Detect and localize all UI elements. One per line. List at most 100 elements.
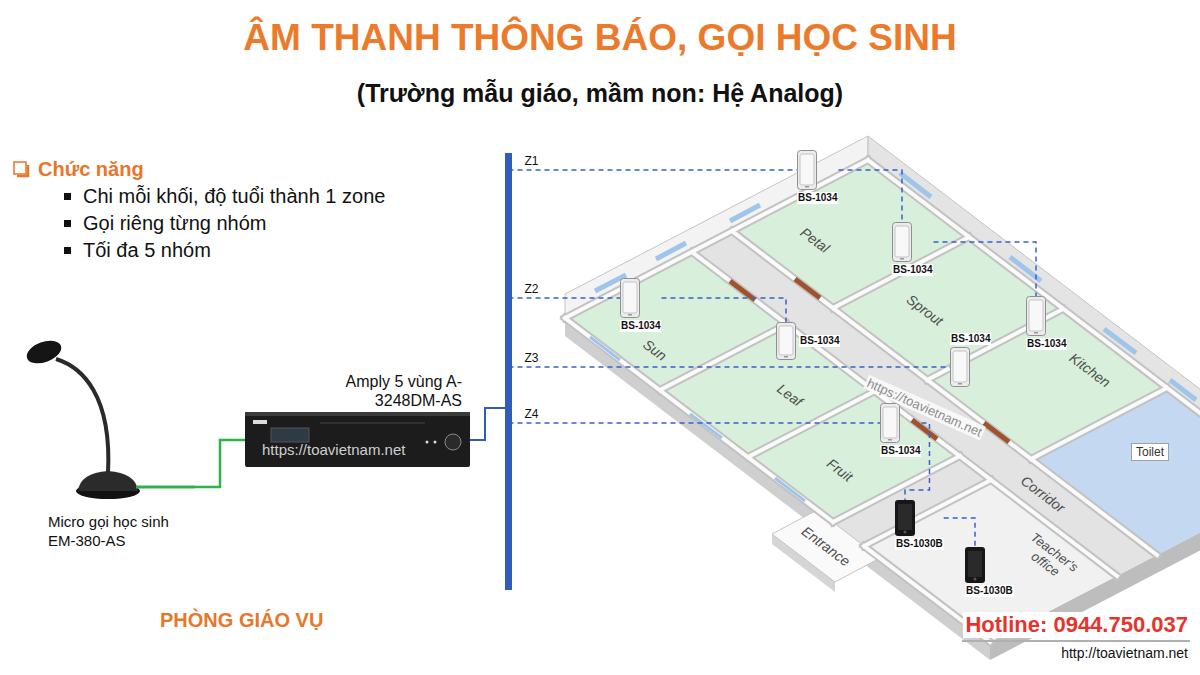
zone-wire — [470, 408, 880, 440]
speaker: BS-1034 — [620, 278, 661, 332]
amplifier-drawing — [434, 441, 437, 444]
audio-cable — [195, 440, 245, 487]
speaker-drawing — [784, 356, 788, 358]
speaker-drawing — [950, 347, 970, 387]
bullet-square — [64, 220, 71, 227]
zone-wire — [470, 408, 509, 440]
microphone-drawing — [56, 359, 108, 473]
speaker-drawing — [898, 504, 912, 530]
speaker-drawing — [904, 531, 907, 534]
speaker-wire — [905, 423, 929, 500]
subtitle: (Trường mẫu giáo, mầm non: Hệ Analog) — [0, 78, 1200, 108]
hotline-underline — [962, 640, 1190, 642]
function-checkbox — [17, 165, 28, 176]
model-label: BS-1034 — [1026, 338, 1067, 350]
model-label: BS-1034 — [880, 445, 921, 457]
speaker-drawing — [892, 222, 912, 262]
window — [590, 337, 620, 360]
model-label: BS-1034 — [799, 335, 840, 347]
door — [730, 281, 755, 300]
speaker: BS-1034 — [1026, 296, 1067, 350]
zone-label: Z4 — [525, 407, 539, 421]
device-label: Amply 5 vùng A-3248DM-AS — [332, 372, 462, 410]
bullet-square — [64, 247, 71, 254]
speaker-drawing — [620, 278, 640, 318]
amplifier-drawing — [245, 412, 470, 416]
bullet-square — [64, 193, 71, 200]
speaker-drawing — [895, 500, 915, 536]
speaker-drawing — [623, 282, 637, 313]
speaker-drawing — [895, 226, 909, 257]
zone-wire — [509, 297, 621, 299]
speaker: BS-1034 — [776, 322, 840, 360]
model-label: BS-1034 — [892, 264, 933, 276]
speaker-wire — [661, 298, 786, 322]
window — [690, 414, 722, 438]
speaker-drawing — [958, 383, 962, 385]
speaker-drawing — [893, 223, 912, 262]
amplifier-drawing — [445, 434, 461, 450]
microphone: Micro gọi học sinh EM-380-AS — [20, 335, 195, 551]
microphone-drawing — [136, 486, 195, 489]
door — [730, 279, 1009, 442]
speaker-drawing — [968, 551, 982, 577]
speaker-drawing — [883, 407, 897, 438]
speaker-drawing — [621, 279, 640, 318]
watermark: https://toavietnam.net — [262, 441, 405, 458]
speaker: BS-1030B — [965, 547, 1014, 597]
door — [795, 279, 820, 298]
zone-bus-bar — [505, 153, 512, 590]
bullet-square — [64, 193, 71, 254]
model-label: BS-1030B — [895, 538, 944, 550]
wall — [565, 160, 1200, 642]
model-label: BS-1030B — [965, 585, 1014, 597]
floor-plan — [565, 136, 1200, 660]
speaker: BS-1030B — [895, 500, 944, 550]
title: ÂM THANH THÔNG BÁO, GỌI HỌC SINH — [0, 16, 1200, 60]
window — [595, 173, 1196, 400]
speaker-drawing — [1034, 332, 1038, 334]
door — [984, 423, 1009, 442]
zone-wire — [470, 408, 509, 440]
speaker: BS-1034 — [892, 222, 933, 276]
amplifier-drawing — [271, 428, 309, 442]
speaker: BS-1034 — [797, 150, 838, 204]
amplifier-drawing — [253, 420, 267, 424]
speaker-drawing — [895, 500, 915, 536]
speaker-wire — [933, 242, 1036, 296]
room-caption: PHÒNG GIÁO VỤ — [160, 608, 323, 632]
function-checkbox — [14, 162, 28, 176]
room-name: Toilet — [1131, 443, 1169, 461]
bullet-text: Tối đa 5 nhóm — [83, 238, 211, 262]
audio-cable — [195, 440, 245, 487]
amplifier-drawing — [320, 423, 425, 424]
zone-wire — [470, 298, 620, 440]
speaker-wire — [905, 423, 929, 500]
speaker-wire — [838, 170, 902, 222]
speaker: BS-1034 — [950, 333, 991, 387]
microphone-drawing — [24, 336, 65, 367]
hotline: Hotline: 0944.750.037 — [963, 612, 1190, 638]
window — [590, 337, 805, 501]
amplifier-drawing — [426, 441, 429, 444]
model-label: BS-1034 — [620, 320, 661, 332]
zone-wire — [509, 169, 798, 171]
zone-wire — [470, 170, 797, 440]
speaker-drawing — [900, 258, 904, 260]
window — [775, 478, 805, 501]
model-label: BS-1034 — [950, 333, 991, 345]
microphone-drawing — [78, 471, 138, 491]
speaker-drawing — [965, 547, 985, 583]
corridor-floor — [692, 231, 1157, 576]
speaker-drawing — [1029, 300, 1043, 331]
zone-wire — [509, 422, 881, 424]
speaker-drawing — [1026, 296, 1046, 336]
hall-floor — [833, 456, 991, 546]
speaker-drawing — [798, 151, 817, 190]
zone-wire — [509, 366, 951, 368]
speaker-drawing — [974, 578, 977, 581]
speaker-drawing — [777, 323, 796, 360]
section-heading: Chức năng — [38, 157, 144, 181]
wall — [565, 160, 1200, 642]
microphone-drawing — [20, 335, 195, 505]
